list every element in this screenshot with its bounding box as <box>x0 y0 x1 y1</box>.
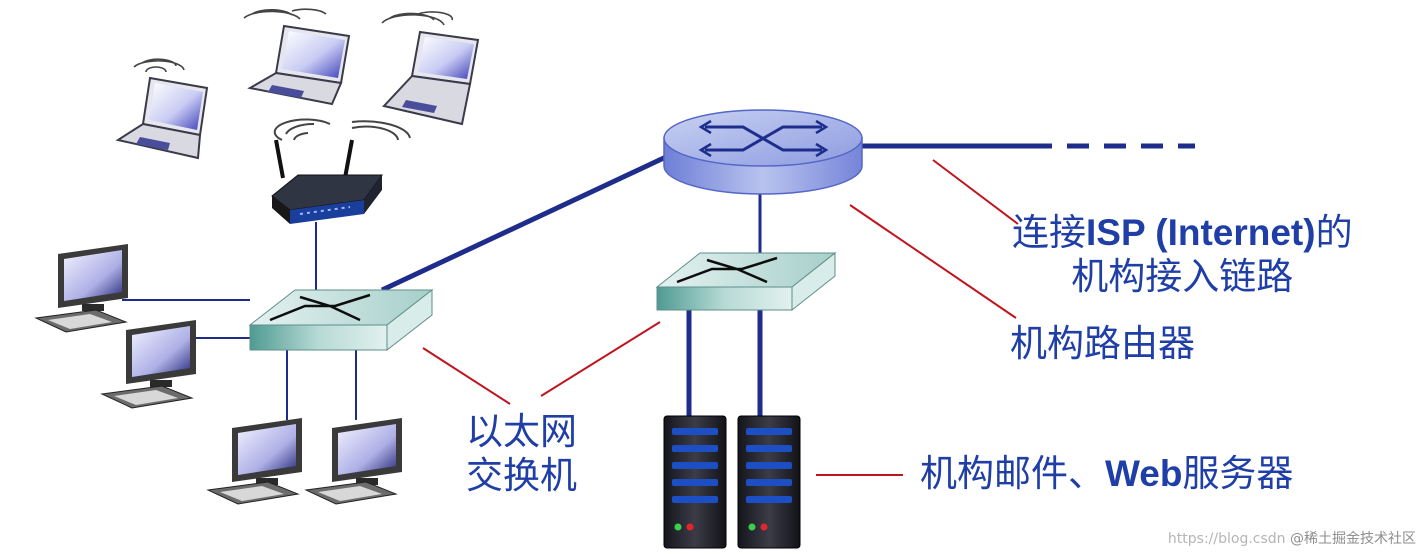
desktop-pc-icon-4 <box>304 418 402 505</box>
watermark: https://blog.csdn @稀土掘金技术社区 <box>1168 528 1416 548</box>
isp-access-link-line2: 机构接入链路 <box>1071 255 1294 298</box>
institutional-router-label: 机构路由器 <box>1010 322 1195 365</box>
watermark-url: https://blog.csdn <box>1167 531 1286 547</box>
network-links <box>122 143 1195 420</box>
mail-web-server-icon-1 <box>663 415 727 549</box>
callout-switch-left <box>422 347 511 405</box>
desktop-pc-icon-1 <box>34 244 128 333</box>
wireless-access-point-icon <box>271 118 411 224</box>
isp-access-link-line1: 连接ISP (Internet)的 <box>1012 211 1353 254</box>
link-switch-router <box>380 153 670 293</box>
institutional-router-icon <box>663 109 863 195</box>
callout-lines <box>422 159 1019 476</box>
mail-web-server-label: 机构邮件、Web服务器 <box>920 452 1294 495</box>
laptop-icon-1 <box>115 58 209 160</box>
ethernet-switch-icon <box>248 288 434 352</box>
watermark-site: @稀土掘金技术社区 <box>1290 531 1416 547</box>
isp-access-link-label: 连接ISP (Internet)的 机构接入链路 <box>1012 211 1353 299</box>
callout-isp-link <box>932 159 1019 225</box>
laptop-icon-3 <box>381 11 480 126</box>
ethernet-switch-label: 以太网 交换机 <box>466 410 577 497</box>
callout-switch-right <box>540 321 661 397</box>
laptop-icon-2 <box>243 8 351 106</box>
mail-web-server-icon-2 <box>737 415 801 549</box>
desktop-pc-icon-3 <box>206 418 302 505</box>
callout-router <box>849 204 1017 319</box>
server-switch-icon <box>655 251 837 312</box>
desktop-pc-icon-2 <box>100 320 196 409</box>
